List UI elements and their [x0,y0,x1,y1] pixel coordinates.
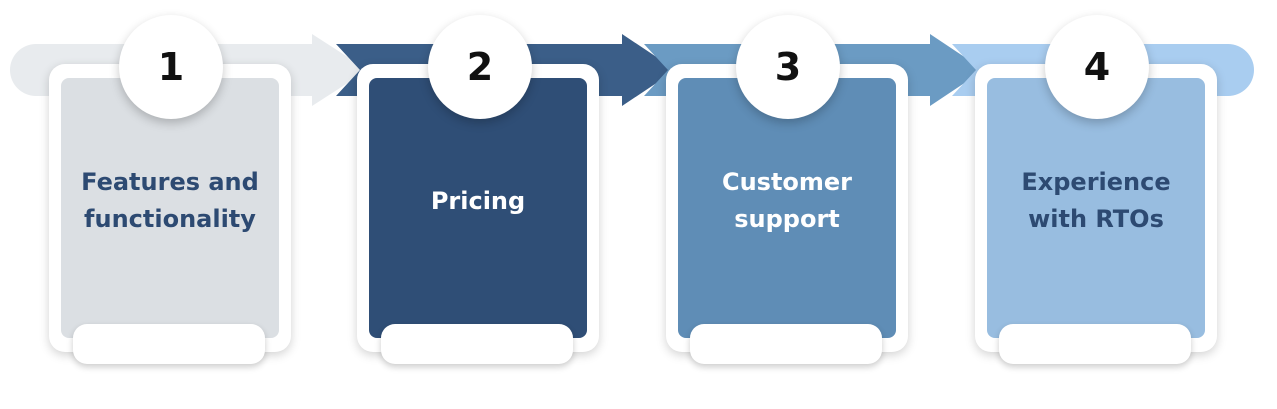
step-number: 2 [466,45,494,89]
step-card-1: Features and functionality [49,64,291,364]
step-card-tab [690,324,882,364]
step-card-body: Pricing [369,78,587,338]
step-label: Pricing [430,186,526,215]
step-card-body: Customer support [678,78,896,338]
step-number-badge-2: 2 [428,15,532,119]
step-card-4: Experience with RTOs [975,64,1217,364]
step-label: Customer support [721,168,853,233]
step-number-badge-3: 3 [736,15,840,119]
step-label: Experience with RTOs [1021,168,1171,233]
step-card-tab [73,324,265,364]
step-number-badge-1: 1 [119,15,223,119]
step-card-2: Pricing [357,64,599,364]
step-number-badge-4: 4 [1045,15,1149,119]
step-number: 1 [157,45,185,89]
step-card-body: Features and functionality [61,78,279,338]
step-label: Features and functionality [81,168,259,233]
step-card-tab [381,324,573,364]
step-number: 3 [774,45,802,89]
step-card-body: Experience with RTOs [987,78,1205,338]
step-card-tab [999,324,1191,364]
step-number: 4 [1083,45,1111,89]
